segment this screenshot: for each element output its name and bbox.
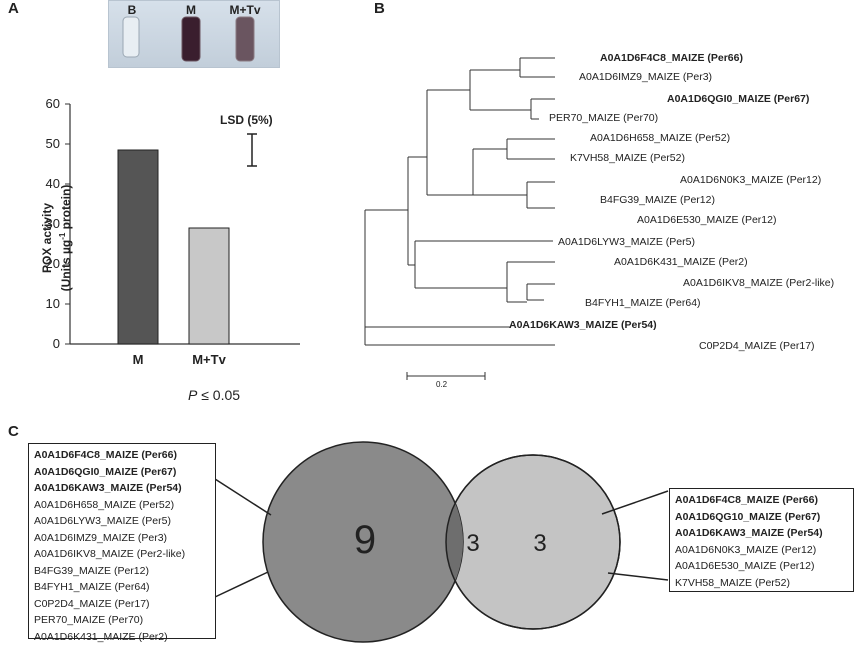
y-axis-label: POX activity (Units µg-1 protein)	[40, 163, 74, 313]
y-tick-label: 50	[45, 136, 60, 151]
tree-leaf-label: A0A1D6KAW3_MAIZE (Per54)	[509, 319, 657, 331]
tree-leaf-label: A0A1D6E530_MAIZE (Per12)	[637, 214, 777, 226]
scale-bar-label: 0.2	[436, 380, 448, 389]
y-tick-label: 30	[45, 216, 60, 231]
bar-mtv	[188, 227, 230, 345]
venn-overlap-count: 3	[466, 530, 480, 557]
venn-list-item: A0A1D6QGI0_MAIZE (Per67)	[34, 465, 177, 478]
y-tick-label: 20	[45, 256, 60, 271]
tubes-graphic	[122, 16, 255, 62]
connector-left-bottom	[214, 571, 269, 598]
venn-list-item: A0A1D6QG10_MAIZE (Per67)	[675, 510, 821, 523]
venn-right-count: 3	[533, 530, 547, 557]
panel-letter-c: C	[8, 423, 19, 440]
venn-left-count: 9	[353, 518, 377, 562]
y-tick-label: 10	[45, 296, 60, 311]
tree-leaf-label: A0A1D6K431_MAIZE (Per2)	[614, 256, 748, 268]
tube-label-b: B	[127, 3, 137, 17]
bar-m	[117, 149, 159, 345]
tree-leaf-label: A0A1D6IKV8_MAIZE (Per2-like)	[683, 277, 835, 289]
venn-list-item: A0A1D6E530_MAIZE (Per12)	[675, 560, 815, 572]
venn-right-outline	[445, 454, 621, 630]
y-tick-label: 40	[45, 176, 60, 191]
p-value: P ≤ 0.05	[188, 387, 241, 403]
lsd-label: LSD (5%)	[220, 113, 273, 127]
y-tick-label: 60	[45, 96, 60, 111]
scale-bar	[406, 372, 486, 380]
venn-right-list: A0A1D6F4C8_MAIZE (Per66) A0A1D6QG10_MAIZE…	[669, 488, 854, 592]
venn-list-item: A0A1D6IMZ9_MAIZE (Per3)	[34, 531, 168, 544]
tree-leaf-label: A0A1D6QGI0_MAIZE (Per67)	[667, 93, 810, 105]
tube-m	[181, 16, 201, 62]
tube-label-mtv: M+Tv	[229, 3, 261, 17]
tree-leaf-label: B4FYH1_MAIZE (Per64)	[585, 297, 701, 309]
venn-list-item: A0A1D6F4C8_MAIZE (Per66)	[34, 449, 177, 461]
tree-leaf-label: K7VH58_MAIZE (Per52)	[570, 152, 685, 164]
venn-list-item: C0P2D4_MAIZE (Per17)	[34, 597, 150, 610]
venn-list-item: PER70_MAIZE (Per70)	[34, 614, 144, 626]
tree-branches	[364, 57, 555, 346]
tree-leaf-label: A0A1D6F4C8_MAIZE (Per66)	[600, 52, 743, 64]
bar-chart	[65, 103, 300, 345]
lsd-bar	[247, 133, 257, 167]
y-axis-label-line1: POX activity	[40, 202, 54, 274]
tube-blank	[122, 16, 140, 58]
tree-leaf-label: PER70_MAIZE (Per70)	[549, 112, 659, 124]
connector-right-bottom	[607, 572, 669, 581]
venn-list-item: A0A1D6IKV8_MAIZE (Per2-like)	[34, 548, 186, 560]
venn-list-item: A0A1D6F4C8_MAIZE (Per66)	[675, 494, 818, 506]
venn-list-item: B4FG39_MAIZE (Per12)	[34, 564, 149, 577]
venn-list-item: B4FYH1_MAIZE (Per64)	[34, 581, 150, 593]
venn-list-item: A0A1D6K431_MAIZE (Per2)	[34, 630, 168, 643]
x-category-m: M	[132, 352, 144, 367]
venn-list-item: A0A1D6LYW3_MAIZE (Per5)	[34, 515, 171, 527]
venn-list-item: A0A1D6H658_MAIZE (Per52)	[34, 498, 175, 511]
tube-label-m: M	[186, 3, 196, 17]
panel-letter-a: A	[8, 0, 19, 17]
tree-leaf-label: B4FG39_MAIZE (Per12)	[600, 194, 715, 206]
chart-bars	[117, 149, 230, 345]
venn-diagram	[214, 441, 669, 643]
tube-mtv	[235, 16, 255, 62]
venn-list-item: A0A1D6N0K3_MAIZE (Per12)	[675, 543, 817, 556]
chart-axes	[65, 103, 300, 345]
venn-list-item: K7VH58_MAIZE (Per52)	[675, 576, 790, 589]
tube-photo: B M M+Tv	[108, 0, 280, 68]
panel-letter-b: B	[374, 0, 385, 17]
tree-leaf-label: A0A1D6H658_MAIZE (Per52)	[590, 132, 731, 144]
x-category-mtv: M+Tv	[192, 352, 226, 367]
venn-list-item: A0A1D6KAW3_MAIZE (Per54)	[675, 527, 823, 539]
lsd-error-bar	[247, 133, 257, 167]
connector-right-top	[601, 490, 669, 515]
y-tick-label: 0	[52, 336, 60, 351]
tree-leaf-label: A0A1D6IMZ9_MAIZE (Per3)	[579, 71, 713, 83]
y-axis-label-line2: (Units µg-1 protein)	[58, 184, 73, 292]
tree-leaf-label: A0A1D6LYW3_MAIZE (Per5)	[558, 236, 695, 248]
connector-left-top	[214, 478, 272, 516]
tree-leaf-label: C0P2D4_MAIZE (Per17)	[699, 340, 815, 352]
venn-list-item: A0A1D6KAW3_MAIZE (Per54)	[34, 482, 182, 494]
tree-leaf-label: A0A1D6N0K3_MAIZE (Per12)	[680, 174, 822, 186]
venn-left-list: A0A1D6F4C8_MAIZE (Per66) A0A1D6QGI0_MAIZE…	[28, 443, 216, 643]
